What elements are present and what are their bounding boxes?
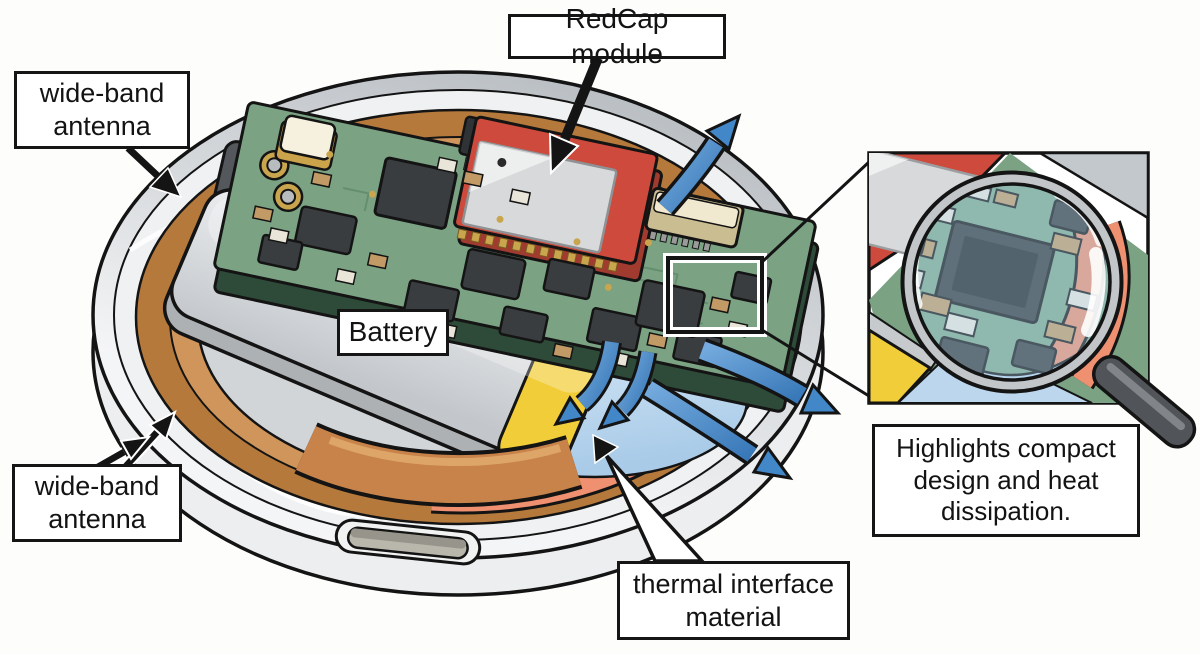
focus-area-rectangle [663, 253, 767, 337]
label-wide-band-antenna-bottom: wide-band antenna [12, 464, 182, 542]
heat-flow-arrow-icon [704, 113, 742, 152]
inset-connector-line [760, 160, 871, 264]
magnifier-handle [1091, 354, 1197, 449]
lens-qfn-chip [934, 219, 1056, 325]
label-text: wide-band antenna [34, 471, 160, 534]
inset-connector-line [761, 328, 870, 398]
crystal-oscillator [274, 114, 338, 171]
label-wide-band-antenna-top: wide-band antenna [14, 71, 190, 149]
heat-flow-arrow-icon [798, 382, 842, 415]
antenna-bracket-front [294, 422, 583, 508]
label-redcap-module: RedCap module [508, 3, 726, 69]
label-text: Battery [348, 316, 438, 348]
label-text: thermal interface material [632, 568, 835, 632]
shield-pin1-dot [497, 157, 507, 167]
caption-text: Highlights compact design and heat dissi… [896, 432, 1116, 527]
qfn-chip [373, 156, 458, 230]
heat-flow-arrow-icon [553, 395, 587, 427]
leader-arrows [93, 56, 706, 563]
inset-content [869, 153, 1148, 403]
module-pins [456, 228, 619, 273]
label-battery: Battery [337, 309, 449, 356]
heat-flow-arrow-icon [597, 399, 631, 431]
magnifying-glass-icon [900, 170, 1124, 394]
heat-flow-arrows [553, 113, 842, 481]
label-text: wide-band antenna [39, 78, 165, 141]
inset-battery-corner [869, 328, 933, 403]
inset-caption: Highlights compact design and heat dissi… [872, 424, 1140, 537]
label-text: RedCap module [565, 3, 669, 69]
lens-glass-tint [913, 183, 1111, 381]
case-slot [334, 518, 482, 566]
test-points [326, 151, 652, 291]
magnified-inset [760, 151, 1197, 449]
inset-case-corner [1037, 153, 1148, 220]
label-thermal-interface-material: thermal interface material [617, 561, 850, 640]
heat-flow-arrow-icon [751, 445, 794, 481]
